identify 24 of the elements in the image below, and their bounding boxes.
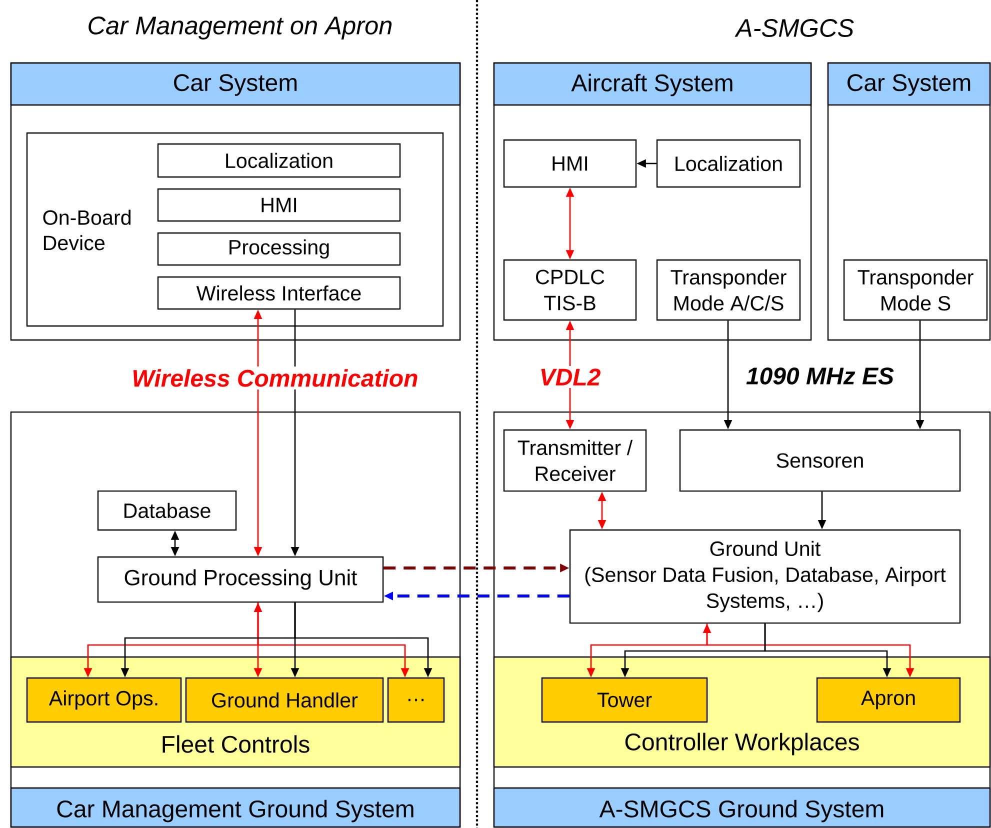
component-box: Sensoren [679,429,961,492]
component-box: Airport Ops. [26,677,182,723]
component-box: CPDLC TIS-B [503,259,637,321]
component-box: Database [97,490,237,531]
component-box: Transmitter / Receiver [503,429,647,492]
section-title: A-SMGCS [734,19,854,37]
component-box: Localization [157,143,401,178]
section-title: Car Management on Apron [88,16,392,40]
component-box: Apron [816,677,961,723]
component-box: HMI [503,139,637,188]
component-box: Transponder Mode S [843,259,988,321]
component-box: Transponder Mode A/C/S [656,259,801,321]
component-box: Wireless Interface [157,276,401,310]
component-box: Ground Unit (Sensor Data Fusion, Database, Airport Systems, …) [569,529,961,624]
component-box: … [387,677,445,723]
component-box: Localization [656,139,801,188]
edge-label: 1090 MHz ES [743,364,897,388]
edge-label: Wireless Communication [129,366,421,390]
component-box: Ground Handler [185,677,384,723]
edge-label: VDL2 [536,366,604,388]
component-box: Ground Processing Unit [97,556,384,603]
component-box: Processing [157,232,401,266]
component-box: HMI [157,188,401,222]
component-box: Tower [541,677,708,723]
